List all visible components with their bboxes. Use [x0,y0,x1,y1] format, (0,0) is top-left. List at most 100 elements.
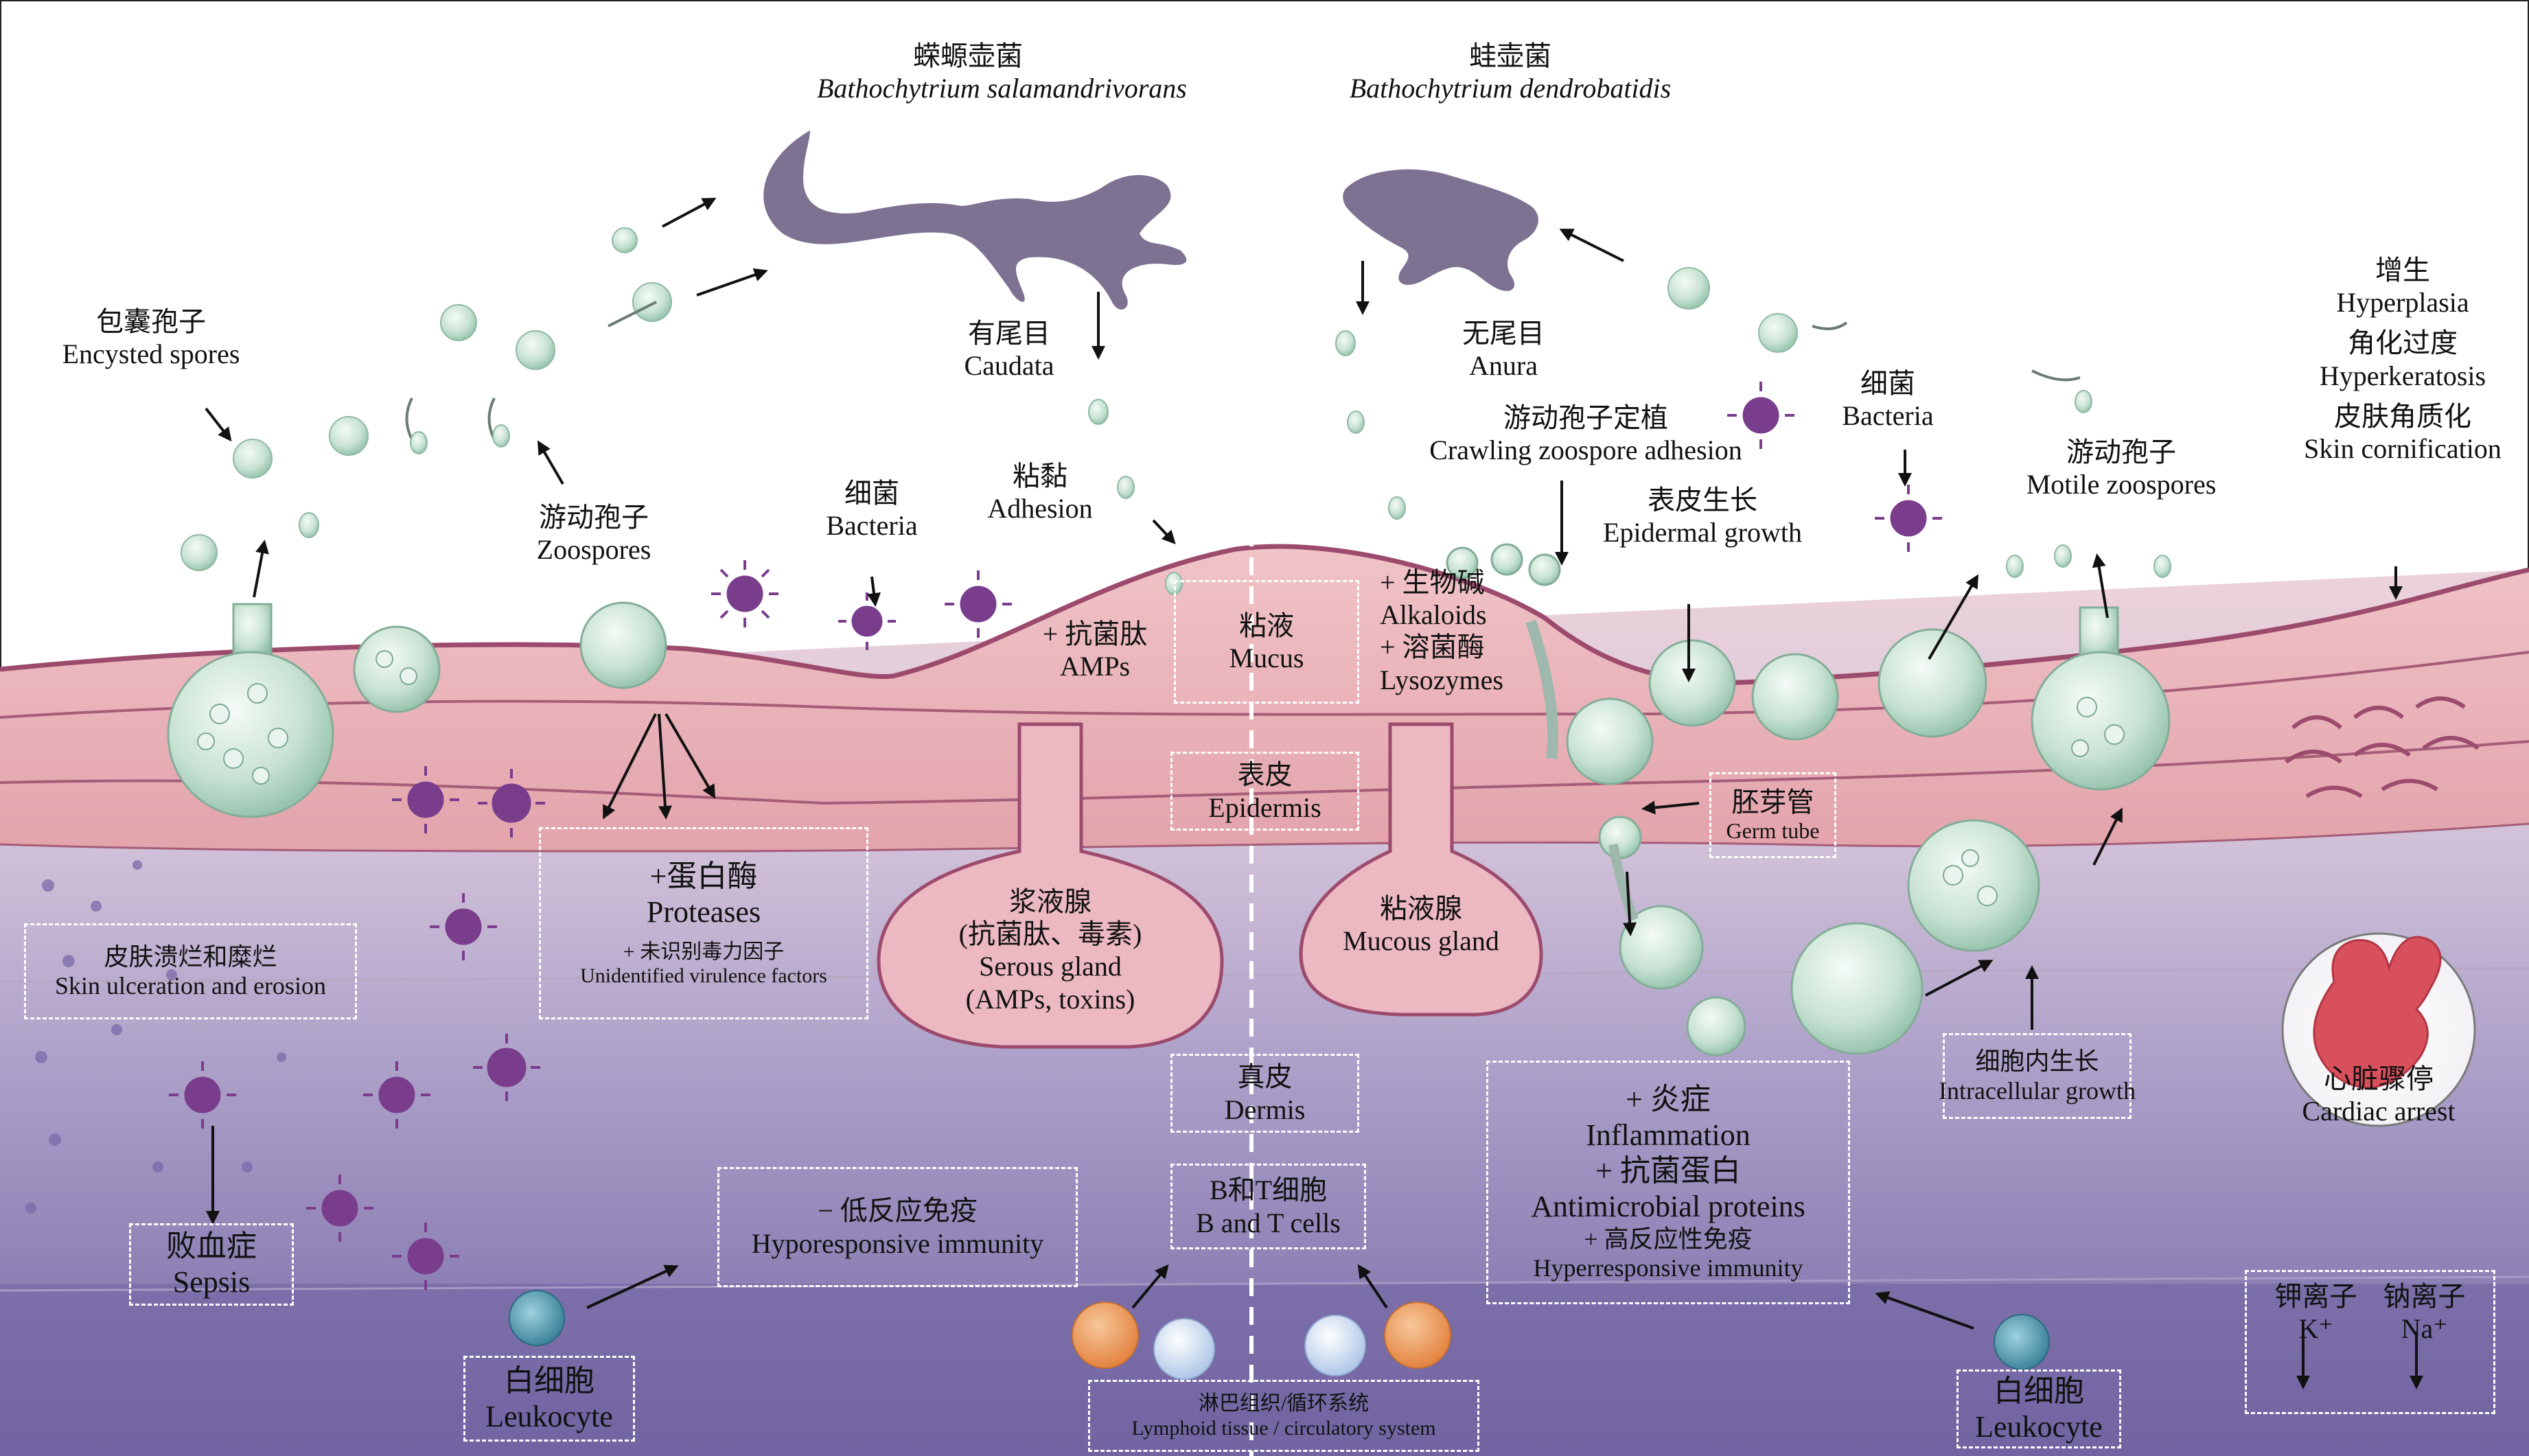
bacteria-right-label: 细菌 Bacteria [1819,367,1956,432]
potassium-zh: 钾离子 [2274,1281,2357,1312]
serous-en1: Serous gland [979,951,1122,982]
inflammation-en3: Hyperresponsive immunity [1533,1254,1803,1282]
hyperplasia-zh: 增生 [2375,255,2430,286]
sodium-ion: 钠离子 Na⁺ [2383,1280,2466,1345]
bd-label: 蛙壶菌 Bathochytrium dendrobatidis [1304,40,1716,104]
ulceration-box: 皮肤溃烂和糜烂 Skin ulceration and erosion [24,923,357,1019]
serous-zh2: (抗菌肽、毒素) [958,918,1142,950]
amps-label: + 抗菌肽 AMPs [1016,618,1174,682]
adhesion-en: Adhesion [987,493,1093,524]
bt-cells-box: B和T细胞 B and T cells [1170,1164,1366,1249]
leukocyte-left-en: Leukocyte [485,1399,613,1433]
lymphoid-zh: 淋巴组织/循环系统 [1198,1392,1370,1415]
serous-en2: (AMPs, toxins) [965,983,1135,1015]
encysted-label: 包囊孢子 Encysted spores [34,305,268,370]
inflammation-box: + 炎症 Inflammation + 抗菌蛋白 Antimicrobial p… [1486,1061,1850,1304]
bsal-zh: 蝾螈壶菌 [913,41,1023,71]
inflammation-en2: Antimicrobial proteins [1531,1189,1805,1223]
bd-zh: 蛙壶菌 [1469,41,1551,71]
hypo-box: − 低反应免疫 Hyporesponsive immunity [717,1167,1078,1287]
virulence-en: Unidentified virulence factors [580,964,827,987]
serous-gland-label: 浆液腺 (抗菌肽、毒素) Serous gland (AMPs, toxins) [899,886,1201,1015]
amps-en: AMPs [1059,651,1131,682]
proteases-en: Proteases [646,894,761,929]
encysted-en: Encysted spores [62,338,240,370]
bacteria-left-label: 细菌 Bacteria [803,477,940,542]
adhesion-label: 粘黏 Adhesion [961,460,1119,524]
hyperplasia-label: 增生 Hyperplasia 角化过度 Hyperkeratosis 皮肤角质化… [2279,254,2526,465]
ions-box: 钾离子 K⁺ 钠离子 Na⁺ [2245,1270,2495,1414]
bsal-en: Bathochytrium salamandrivorans [817,73,1187,104]
hypo-en: Hyporesponsive immunity [751,1227,1044,1259]
cornification-en: Skin cornification [2304,432,2502,464]
lymphoid-box: 淋巴组织/循环系统 Lymphoid tissue / circulatory … [1088,1380,1479,1452]
cardiac-en: Cardiac arrest [2302,1096,2456,1127]
motile-label: 游动孢子 Motile zoospores [1991,436,2252,500]
motile-zh: 游动孢子 [2066,437,2176,467]
dermis-zh: 真皮 [1237,1061,1293,1093]
potassium-en: K⁺ [2298,1313,2333,1345]
hyperplasia-en: Hyperplasia [2336,287,2469,319]
intracellular-en: Intracellular growth [1939,1076,2136,1105]
cornification-zh: 皮肤角质化 [2334,400,2471,432]
virulence-zh: + 未识别毒力因子 [623,940,785,963]
motile-en: Motile zoospores [2026,469,2217,500]
potassium-ion: 钾离子 K⁺ [2275,1280,2357,1345]
zoospores-label: 游动孢子 Zoospores [494,501,693,566]
sodium-en: Na⁺ [2401,1313,2448,1345]
bacteria-left-en: Bacteria [826,510,918,542]
mucous-zh: 粘液腺 [1380,893,1462,924]
leukocyte-left-box: 白细胞 Leukocyte [463,1356,635,1442]
hyperkeratosis-en: Hyperkeratosis [2319,360,2486,391]
cardiac-zh: 心脏骤停 [2324,1063,2434,1094]
caudata-en: Caudata [964,350,1054,382]
germ-tube-en: Germ tube [1726,818,1820,844]
encysted-zh: 包囊孢子 [96,306,206,337]
inflammation-zh2: + 抗菌蛋白 [1595,1154,1741,1188]
crawling-label: 游动孢子定植 Crawling zoospore adhesion [1380,402,1792,466]
epidermis-en: Epidermis [1208,791,1321,823]
epidermis-zh: 表皮 [1237,759,1293,791]
proteases-zh: +蛋白酶 [649,859,758,893]
bacteria-left-zh: 细菌 [844,478,899,509]
alkaloids-en: Alkaloids [1380,599,1487,631]
germ-tube-zh: 胚芽管 [1731,787,1814,818]
proteases-box: +蛋白酶 Proteases + 未识别毒力因子 Unidentified vi… [539,827,868,1019]
sepsis-box: 败血症 Sepsis [129,1223,294,1306]
bsal-label: 蝾螈壶菌 Bathochytrium salamandrivorans [817,40,1187,104]
epidermis-box: 表皮 Epidermis [1170,752,1359,831]
hypo-zh: − 低反应免疫 [818,1195,978,1227]
ulceration-en: Skin ulceration and erosion [55,972,326,999]
mucus-en: Mucus [1229,643,1304,673]
epidermal-growth-label: 表皮生长 Epidermal growth [1565,484,1840,548]
alkaloids-label: + 生物碱 Alkaloids + 溶菌酶 Lysozymes [1380,566,1545,696]
caudata-zh: 有尾目 [968,318,1050,349]
inflammation-zh1: + 炎症 [1626,1083,1711,1117]
anura-label: 无尾目 Anura [1442,317,1565,382]
bt-cells-zh: B和T细胞 [1209,1175,1328,1206]
anura-zh: 无尾目 [1462,318,1545,349]
sodium-zh: 钠离子 [2383,1281,2466,1312]
germ-tube-box: 胚芽管 Germ tube [1709,772,1836,858]
leukocyte-left-zh: 白细胞 [504,1363,594,1398]
anura-en: Anura [1469,350,1538,382]
mucous-gland-label: 粘液腺 Mucous gland [1304,892,1538,957]
hyperkeratosis-zh: 角化过度 [2348,327,2458,359]
leukocyte-right-box: 白细胞 Leukocyte [1956,1370,2121,1448]
mucus-zh: 粘液 [1239,610,1294,641]
intracellular-zh: 细胞内生长 [1975,1048,2099,1076]
bt-cells-en: B and T cells [1196,1207,1341,1238]
epidermal-growth-zh: 表皮生长 [1648,485,1757,516]
bacteria-right-zh: 细菌 [1860,368,1915,399]
zoospores-en: Zoospores [536,534,651,566]
bd-en: Bathochytrium dendrobatidis [1349,73,1672,104]
lysozymes-en: Lysozymes [1380,664,1503,695]
cardiac-label: 心脏骤停 Cardiac arrest [2289,1063,2468,1127]
lysozymes-zh: + 溶菌酶 [1380,632,1485,663]
caudata-label: 有尾目 Caudata [940,317,1078,382]
bacteria-right-en: Bacteria [1842,400,1934,432]
inflammation-en1: Inflammation [1586,1118,1751,1153]
crawling-zh: 游动孢子定植 [1503,402,1668,433]
